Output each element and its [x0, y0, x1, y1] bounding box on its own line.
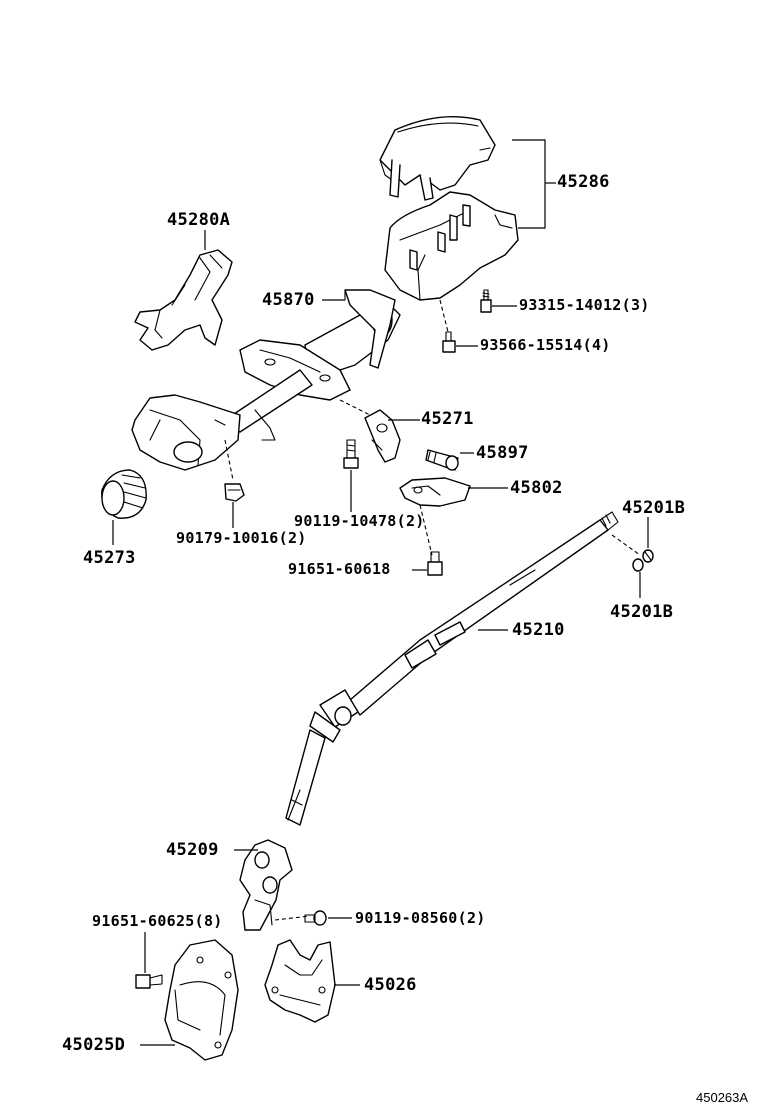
- callout-45286: 45286: [557, 172, 610, 192]
- clip-90179: [224, 483, 245, 502]
- washer-45201B-bottom: [632, 558, 644, 572]
- lever-45271: [364, 409, 401, 463]
- callout-45201B-top: 45201B: [622, 498, 686, 518]
- bolt-90119-10478: [343, 439, 359, 469]
- cover-45025D: [164, 939, 239, 1061]
- callout-91651-60625: 91651-60625(8): [92, 912, 223, 930]
- figure-reference: 450263A: [696, 1090, 749, 1105]
- callout-90119-08560: 90119-08560(2): [355, 909, 486, 927]
- callout-45209: 45209: [166, 840, 219, 860]
- bracket-45280A: [134, 249, 233, 351]
- intermediate-shaft-45210: [285, 511, 619, 826]
- plate-45802: [399, 477, 471, 507]
- column-cover-upper: [379, 116, 496, 201]
- callout-45870: 45870: [262, 290, 315, 310]
- callout-45897: 45897: [476, 443, 529, 463]
- washer-45201B-top: [642, 549, 654, 563]
- callout-91651-60618: 91651-60618: [288, 560, 391, 578]
- callout-45201B-bottom: 45201B: [610, 602, 674, 622]
- callout-45210: 45210: [512, 620, 565, 640]
- callout-45025D: 45025D: [62, 1035, 126, 1055]
- callout-45280A: 45280A: [167, 210, 231, 230]
- callout-45802: 45802: [510, 478, 563, 498]
- bracket-45286: [512, 139, 546, 229]
- column-cover-lower: [384, 191, 519, 301]
- bolt-91651-60625: [135, 974, 163, 989]
- bolt-91651-60618: [427, 551, 443, 576]
- column-assembly-45870: [131, 289, 401, 471]
- callout-90179-10016: 90179-10016(2): [176, 529, 307, 547]
- callout-45026: 45026: [364, 975, 417, 995]
- callout-93566-15514: 93566-15514(4): [480, 336, 611, 354]
- screw-93566: [442, 331, 456, 353]
- bracket-45026: [264, 939, 336, 1023]
- adjuster-knob-45273: [101, 469, 147, 519]
- screw-93315: [480, 289, 492, 313]
- callout-45271: 45271: [421, 409, 474, 429]
- universal-joint-45209: [239, 839, 293, 931]
- bolt-45897: [425, 449, 459, 471]
- callout-93315-14012: 93315-14012(3): [519, 296, 650, 314]
- callout-90119-10478: 90119-10478(2): [294, 512, 425, 530]
- callout-45273: 45273: [83, 548, 136, 568]
- bolt-90119-08560: [304, 910, 327, 926]
